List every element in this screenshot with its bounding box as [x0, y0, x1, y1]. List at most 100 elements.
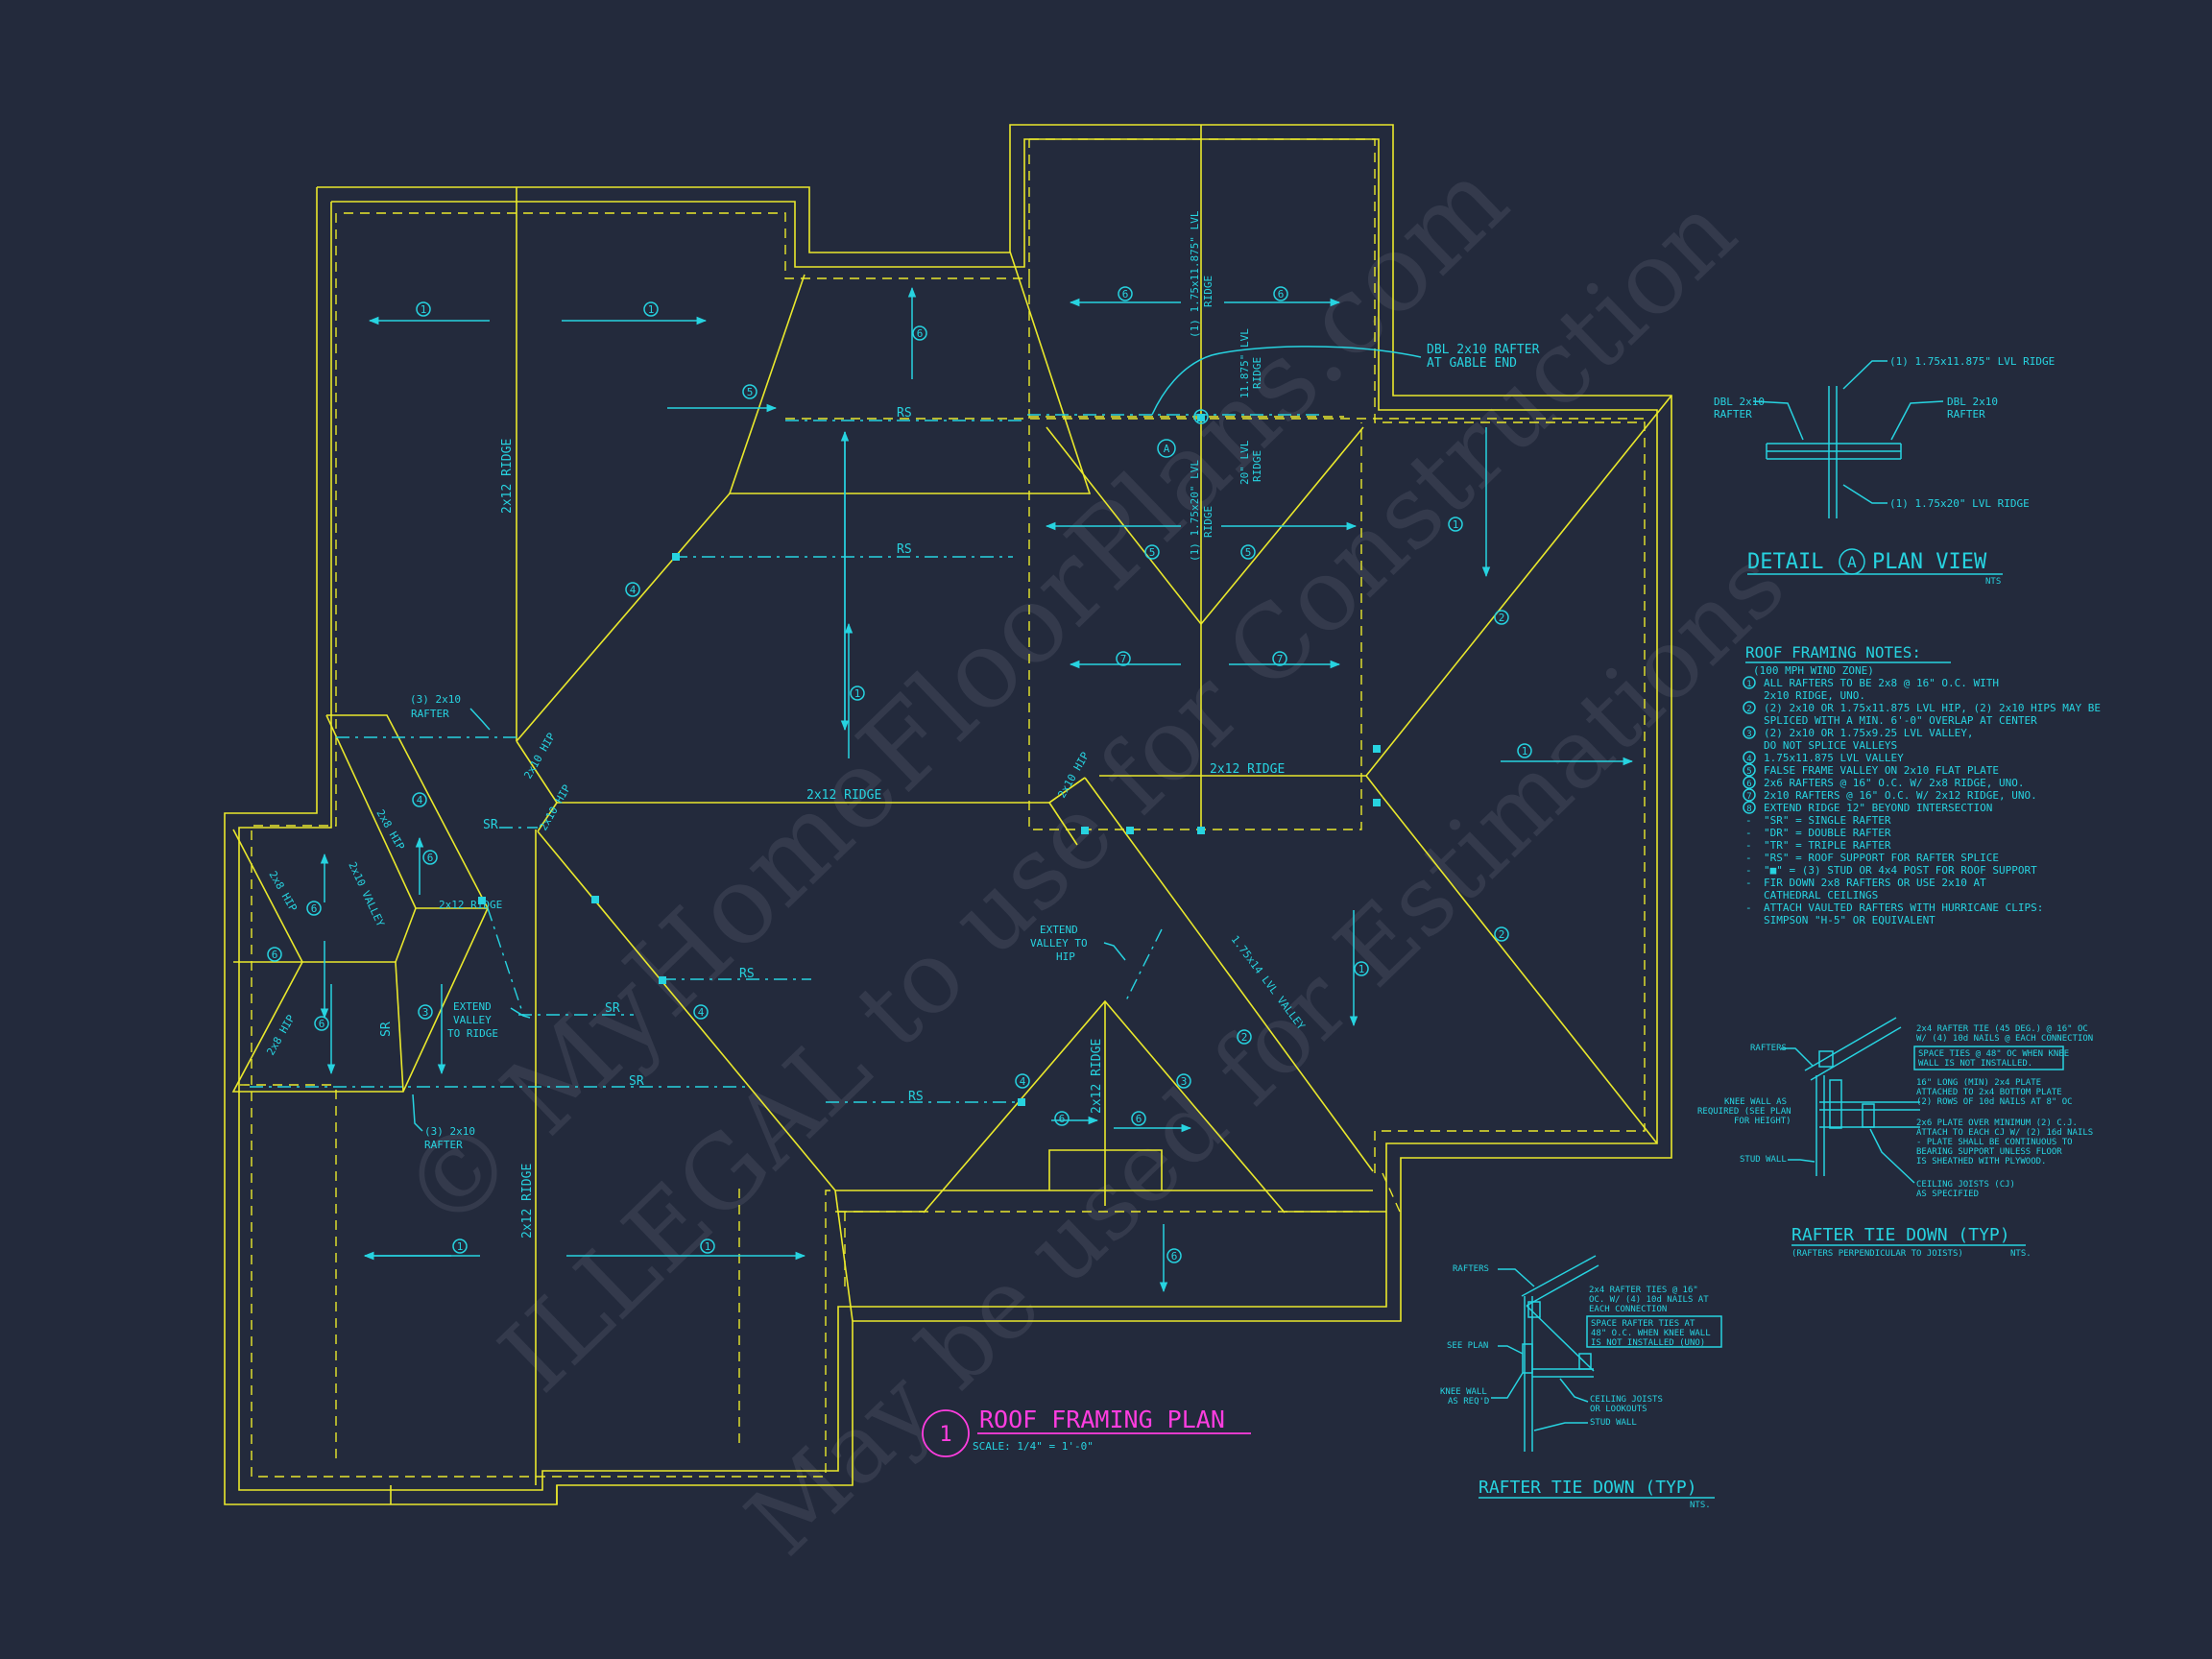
detail-a-note: DBL 2x10 [1714, 396, 1765, 408]
mark: 4 [412, 792, 427, 807]
note-mark-number: 4 [1746, 755, 1751, 764]
ridge-label: 2x12 RIDGE [1210, 762, 1285, 777]
note-bullet-dash: - [1745, 902, 1752, 914]
note-line: 1.75x11.875 LVL VALLEY [1764, 752, 1904, 764]
tie-note: 16" LONG (MIN) 2x4 PLATE [1916, 1078, 2041, 1088]
tie-title: RAFTER TIE DOWN (TYP) [1791, 1225, 2010, 1245]
note-line: 2x10 RAFTERS @ 16" O.C. W/ 2x12 RIDGE, U… [1764, 789, 2037, 802]
mark: 2 [1237, 1029, 1252, 1045]
note-mark-number: 2 [1746, 705, 1751, 714]
rs-label: RS [908, 1090, 924, 1104]
hip-label: 2x10 HIP [537, 782, 573, 833]
svg-text:7: 7 [1120, 653, 1127, 665]
extend-label: EXTEND [1040, 924, 1078, 936]
note-line: FALSE FRAME VALLEY ON 2x10 FLAT PLATE [1764, 764, 1999, 777]
gable-label: DBL 2x10 RAFTER [1427, 343, 1540, 357]
ridge-label-2x12: 2x12 RIDGE [439, 899, 502, 911]
title-number-circle [922, 1409, 970, 1457]
inner-wall-outline [238, 138, 1658, 1491]
tie-note: RAFTERS [1750, 1044, 1787, 1053]
support-lines [250, 414, 1325, 1103]
detail-a-marker: A [1847, 553, 1857, 571]
note-mark [1743, 801, 1756, 814]
svg-text:6: 6 [1171, 1250, 1178, 1262]
svg-text:1: 1 [854, 687, 861, 700]
tie-note: KNEE WALL AS [1724, 1097, 1787, 1107]
detail-a-plan-view: (1) 1.75x11.875" LVL RIDGE (1) 1.75x20" … [1714, 355, 2055, 587]
detail-a-title: PLAN VIEW [1872, 550, 1987, 574]
note-mark [1743, 763, 1756, 777]
note-mark [1743, 701, 1756, 714]
rafter-label: (3) 2x10 [424, 1125, 475, 1138]
rafter-label: RAFTER [424, 1139, 463, 1151]
gable-bump [1048, 1149, 1163, 1190]
mark: 1 [643, 301, 659, 317]
rs-label: RS [897, 542, 912, 557]
rafter-label: (3) 2x10 [410, 693, 461, 706]
lvl-ridge-label: 11.875" LVL [1238, 328, 1251, 398]
mark: 6 [1054, 1111, 1070, 1126]
sr-label: SR [629, 1074, 644, 1089]
svg-text:7: 7 [1277, 653, 1284, 665]
note-mark [1743, 788, 1756, 802]
detail-a-note: (1) 1.75x20" LVL RIDGE [1889, 497, 2030, 510]
tie-note: SEE PLAN [1447, 1341, 1488, 1351]
tie-note: KNEE WALL [1440, 1387, 1487, 1397]
roof-framing-notes: ROOF FRAMING NOTES: (100 MPH WIND ZONE) … [1743, 643, 2101, 926]
rs-label: RS [897, 406, 912, 421]
rafter-label: RAFTER [411, 708, 449, 720]
tie-subtitle: (RAFTERS PERPENDICULAR TO JOISTS) [1791, 1249, 1963, 1259]
tie-note: (2) ROWS OF 10d NAILS AT 8" OC [1916, 1097, 2073, 1107]
detail-a-note: DBL 2x10 [1947, 396, 1998, 408]
watermark-line-1: © MyHomeFloorPlans.com [377, 137, 1530, 1257]
svg-text:A: A [1164, 443, 1170, 455]
svg-text:6: 6 [1136, 1113, 1142, 1125]
tie-note: IS NOT INSTALLED (UNO) [1591, 1338, 1705, 1348]
tie-note: AS REQ'D [1448, 1397, 1489, 1407]
note-bullet: "RS" = ROOF SUPPORT FOR RAFTER SPLICE [1764, 852, 1999, 864]
detail-a-nts: NTS [1985, 577, 2001, 587]
svg-text:1: 1 [648, 303, 655, 316]
note-line: SPLICED WITH A MIN. 6'-0" OVERLAP AT CEN… [1764, 714, 2037, 727]
note-mark-number: 1 [1746, 680, 1751, 689]
mark-a: A [1157, 439, 1176, 458]
tie-note: 2x6 PLATE OVER MINIMUM (2) C.J. [1916, 1118, 2078, 1128]
note-mark [1743, 751, 1756, 764]
extend-label: TO RIDGE [447, 1027, 498, 1040]
note-bullet: CATHEDRAL CEILINGS [1764, 889, 1878, 902]
mark: 6 [912, 325, 927, 341]
tie-note: 2x4 RAFTER TIES @ 16" [1589, 1286, 1698, 1295]
svg-text:5: 5 [1149, 546, 1156, 559]
svg-text:6: 6 [311, 902, 318, 915]
note-mark-number: 3 [1746, 730, 1751, 739]
svg-text:3: 3 [422, 1006, 429, 1019]
mark: 1 [1354, 961, 1369, 976]
mark: 3 [1176, 1073, 1191, 1089]
mark: 1 [1448, 517, 1463, 532]
valley-label: 2x10 VALLEY [346, 860, 387, 929]
circle-marks: 1 1 6 5 6 6 4 1 5 5 7 7 1 2 1 2 1 2 4 6 … [267, 286, 1532, 1263]
tie-nts: NTS. [1690, 1501, 1711, 1510]
tie-note: CEILING JOISTS (CJ) [1916, 1180, 2015, 1190]
tie-note: W/ (4) 10d NAILS @ EACH CONNECTION [1916, 1034, 2093, 1044]
mark: 6 [1166, 1248, 1182, 1263]
note-bullet-dash: - [1745, 852, 1752, 864]
svg-text:6: 6 [319, 1018, 325, 1030]
mark: 1 [700, 1238, 715, 1254]
note-line: (2) 2x10 OR 1.75x9.25 LVL VALLEY, [1764, 727, 1974, 739]
tie-note: STUD WALL [1590, 1418, 1637, 1428]
mark: 2 [1494, 926, 1509, 942]
tie-note: RAFTERS [1453, 1264, 1489, 1274]
tie-note: OR LOOKOUTS [1590, 1405, 1647, 1414]
svg-text:2: 2 [1241, 1031, 1248, 1044]
extend-label: EXTEND [453, 1000, 492, 1013]
note-line: DO NOT SPLICE VALLEYS [1764, 739, 1897, 752]
hip-label: 2x8 HIP [264, 1013, 298, 1058]
mark: 6 [1131, 1111, 1146, 1126]
mark: 5 [1240, 544, 1256, 560]
extend-label: HIP [1056, 950, 1075, 963]
lvl-ridge-label: RIDGE [1202, 506, 1214, 538]
detail-a-title: DETAIL [1747, 550, 1823, 574]
